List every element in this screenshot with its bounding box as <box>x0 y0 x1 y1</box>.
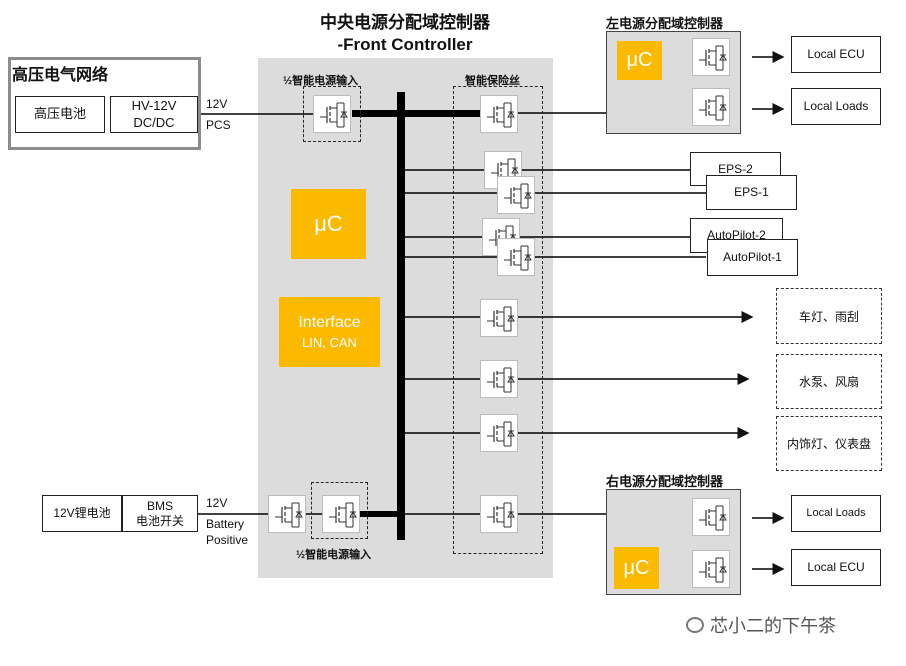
main-bus <box>397 92 405 540</box>
hv-dcdc-converter: HV-12V DC/DC <box>110 96 198 133</box>
switch-icon-fuse-6 <box>480 299 518 337</box>
right-output-local-ecu: Local ECU <box>791 549 881 586</box>
wechat-icon <box>686 617 704 633</box>
input-bottom-dashed-group <box>311 482 368 539</box>
pcs-voltage-label: 12V <box>206 97 228 111</box>
hv-network-frame <box>8 57 201 150</box>
central-interface-block: Interface LIN, CAN <box>279 297 380 367</box>
bms-line1: BMS <box>146 498 173 513</box>
watermark-text: 芯小二的下午茶 <box>710 616 836 636</box>
battery-positive-line1: Battery <box>206 517 245 531</box>
switch-icon-left-ctrl-1 <box>692 38 730 76</box>
left-controller-microcontroller: μC <box>617 41 662 80</box>
switch-icon-fuse-9 <box>480 495 518 533</box>
switch-icon-fuse-1 <box>480 95 518 133</box>
hv-battery: 高压电池 <box>15 96 105 133</box>
load-eps-1: EPS-1 <box>706 175 797 210</box>
switch-icon-fuse-3 <box>497 176 535 214</box>
interface-line1: Interface <box>298 314 361 331</box>
diagram-title-line2: -Front Controller <box>337 35 473 54</box>
right-output-local-loads: Local Loads <box>791 495 881 532</box>
load-interior-dashboard: 内饰灯、仪表盘 <box>776 416 882 471</box>
lv-battery: 12V锂电池 <box>42 495 122 532</box>
pcs-name-label: PCS <box>206 118 231 132</box>
right-controller-microcontroller: μC <box>614 547 659 589</box>
hv-network-title: 高压电气网络 <box>12 67 109 84</box>
hv-dcdc-line1: HV-12V <box>131 98 177 114</box>
diagram-title-line1: 中央电源分配域控制器 <box>320 13 490 32</box>
switch-icon-right-ctrl-2 <box>692 550 730 588</box>
battery-positive-line2: Positive <box>206 533 249 547</box>
load-lights-wipers: 车灯、雨刮 <box>776 288 882 344</box>
load-pump-fan: 水泵、风扇 <box>776 354 882 409</box>
switch-icon-input-top <box>313 95 351 133</box>
switch-icon-fuse-7 <box>480 360 518 398</box>
left-output-local-loads: Local Loads <box>791 88 881 125</box>
input-top-dashed-group <box>303 86 361 142</box>
fuse-label: 智能保险丝 <box>465 75 520 87</box>
switch-icon-left-ctrl-2 <box>692 88 730 126</box>
interface-line2: LIN, CAN <box>302 335 357 350</box>
switch-icon-input-bottom <box>322 495 360 533</box>
left-output-local-ecu: Local ECU <box>791 36 881 73</box>
battery-voltage-label: 12V <box>206 496 228 510</box>
watermark: 芯小二的下午茶 <box>686 612 836 638</box>
switch-icon-right-ctrl-1 <box>692 498 730 536</box>
switch-icon-fuse-5 <box>497 238 535 276</box>
left-controller-title: 左电源分配域控制器 <box>606 16 724 31</box>
input-top-label: ½智能电源输入 <box>283 75 359 87</box>
right-controller-title: 右电源分配域控制器 <box>606 474 724 489</box>
bms-switch: BMS 电池开关 <box>122 495 198 532</box>
bms-line2: 电池开关 <box>135 513 184 528</box>
hv-dcdc-line2: DC/DC <box>133 114 175 130</box>
switch-icon-bms-side <box>268 495 306 533</box>
switch-icon-fuse-8 <box>480 414 518 452</box>
central-microcontroller: μC <box>291 189 366 259</box>
input-bottom-label: ½智能电源输入 <box>296 549 372 561</box>
load-autopilot-1: AutoPilot-1 <box>707 239 798 276</box>
fuse-dashed-group <box>453 86 543 554</box>
